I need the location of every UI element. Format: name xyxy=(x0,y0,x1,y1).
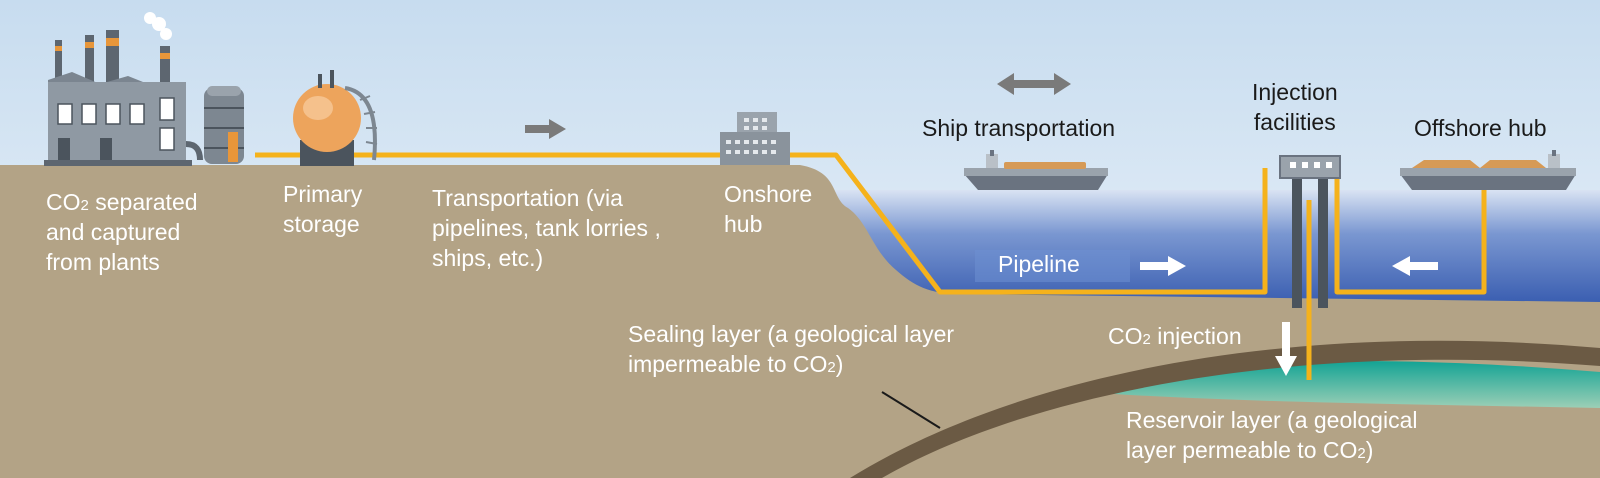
offshore-platform-icon xyxy=(1279,155,1341,308)
ship-icon xyxy=(1400,150,1576,190)
ship-icon xyxy=(964,150,1108,190)
pipeline xyxy=(255,152,1487,380)
two-way-arrow-icon xyxy=(997,73,1071,95)
down-arrow-icon xyxy=(1275,322,1297,376)
transportation-label: Transportation (via pipelines, tank lorr… xyxy=(432,185,661,271)
onshore-hub-label: Onshore hub xyxy=(724,181,813,237)
captured-label: CO2 separated and captured from plants xyxy=(46,189,198,275)
right-arrow-icon xyxy=(1140,256,1186,276)
ship-transportation-label: Ship transportation xyxy=(922,115,1116,141)
sealing-leader-line xyxy=(881,391,941,429)
pipeline-label-backdrop xyxy=(975,250,1130,282)
offshore-hub-label: Offshore hub xyxy=(1414,115,1547,141)
pipeline-label: Pipeline xyxy=(998,251,1080,277)
co2-injection-label: CO2 injection xyxy=(1108,323,1242,349)
sealing-layer xyxy=(850,340,1600,478)
sealing-layer-label: Sealing layer (a geological layer imperm… xyxy=(628,321,955,377)
building-icon xyxy=(720,112,790,165)
factory-icon xyxy=(44,12,244,166)
primary-storage-label: Primary storage xyxy=(283,181,363,237)
ground xyxy=(0,165,1600,478)
reservoir-layer-label: Reservoir layer (a geological layer perm… xyxy=(1126,407,1418,463)
storage-tank-icon xyxy=(293,70,378,166)
left-arrow-icon xyxy=(1392,256,1438,276)
right-arrow-icon xyxy=(525,119,566,139)
injection-facilities-label: Injection facilities xyxy=(1252,79,1338,135)
